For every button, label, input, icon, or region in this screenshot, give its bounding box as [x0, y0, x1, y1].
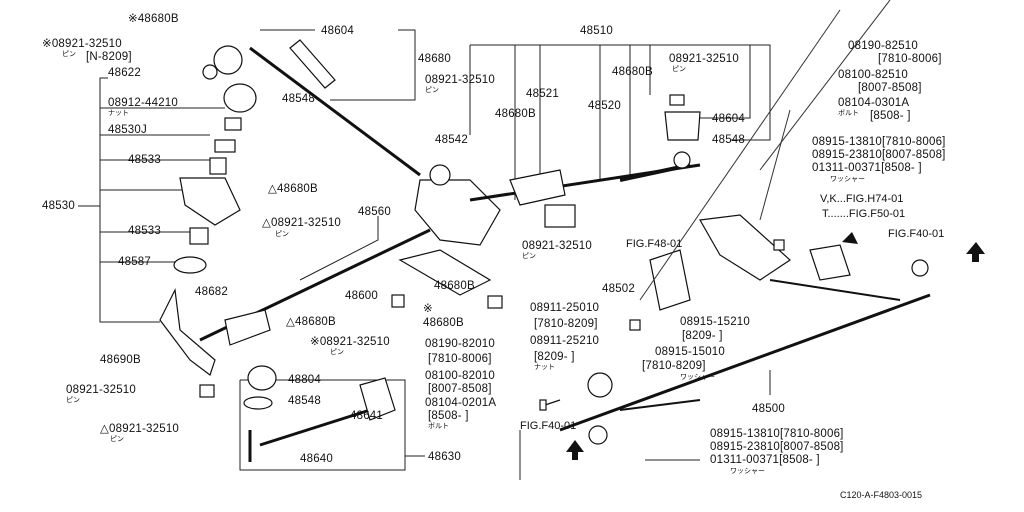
part-48548-right: 48548	[712, 134, 745, 146]
part-nut-08912-44210: 08912-44210	[108, 97, 178, 109]
ref-fig-f48[interactable]: FIG.F48-01	[626, 238, 683, 250]
part-08100-82510: 08100-82510	[838, 69, 908, 81]
part-08104-0301A: 08104-0301A	[838, 97, 910, 109]
part-48520: 48520	[588, 100, 621, 112]
part-48680B-d: 48680B	[495, 108, 536, 120]
pin-jp: ピン	[62, 51, 76, 58]
part-8007-8508: [8007-8508]	[858, 82, 922, 94]
pin-jp-h: ピン	[110, 436, 124, 443]
part-pin-08921-32510: ※08921-32510	[42, 38, 122, 50]
pin-jp-f: ピン	[330, 349, 344, 356]
part-08915-13810-b: 08915-13810[7810-8006]	[710, 428, 844, 440]
part-7810-8006: [7810-8006]	[878, 53, 942, 65]
part-08921-32510-g: △08921-32510	[100, 423, 180, 435]
part-48587: 48587	[118, 256, 151, 268]
washer-jp-b: ワッシャー	[680, 374, 715, 381]
part-48804: 48804	[288, 374, 321, 386]
part-48600: 48600	[345, 290, 378, 302]
part-48530J: 48530J	[108, 124, 147, 136]
ref-fig-f40-right[interactable]: FIG.F40-01	[888, 228, 945, 240]
part-48530: 48530	[42, 200, 75, 212]
part-N8209: [N-8209]	[86, 51, 132, 63]
part-48682: 48682	[195, 286, 228, 298]
part-48533-a: 48533	[128, 154, 161, 166]
part-08921-32510-e: ※08921-32510	[310, 336, 390, 348]
part-48604-right: 48604	[712, 113, 745, 125]
part-8508-b: [8508- ]	[428, 410, 469, 422]
part-48622: 48622	[108, 67, 141, 79]
part-08921-32510-b: 08921-32510	[425, 74, 495, 86]
part-48604-top: 48604	[321, 25, 354, 37]
part-8209-b: [8209- ]	[682, 330, 723, 342]
part-48560: 48560	[358, 206, 391, 218]
part-08104-0201A: 08104-0201A	[425, 397, 497, 409]
bolt-jp-b: ボルト	[428, 423, 449, 430]
pin-jp-b: ピン	[425, 87, 439, 94]
part-48680B-c: 48680B	[612, 66, 653, 78]
part-48641: 48641	[350, 410, 383, 422]
part-7810-8209: [7810-8209]	[534, 318, 598, 330]
washer-jp: ワッシャー	[830, 176, 865, 183]
part-08915-23810-a: 08915-23810[8007-8508]	[812, 149, 946, 161]
part-8209-nut: [8209- ]	[534, 351, 575, 363]
part-48548-box: 48548	[288, 395, 321, 407]
part-48690B: 48690B	[100, 354, 141, 366]
part-48680B-star: ※48680B	[128, 13, 179, 25]
part-01311-00371-b: 01311-00371[8508- ]	[710, 454, 820, 466]
part-48680B-tri: △48680B	[268, 183, 318, 195]
pin-jp-c: ピン	[275, 231, 289, 238]
ref-fig-f40-bottom[interactable]: FIG.F40-01	[520, 420, 577, 432]
part-7810-8006-b: [7810-8006]	[428, 353, 492, 365]
part-08915-13810-a: 08915-13810[7810-8006]	[812, 136, 946, 148]
part-08915-23810-b: 08915-23810[8007-8508]	[710, 441, 844, 453]
part-08911-25010: 08911-25010	[530, 302, 600, 314]
washer-jp-c: ワッシャー	[730, 468, 765, 475]
diagram-code: C120-A-F4803-0015	[840, 490, 923, 500]
part-48542: 48542	[435, 134, 468, 146]
pin-jp-d: ピン	[672, 66, 686, 73]
part-01311-00371-a: 01311-00371[8508- ]	[812, 162, 922, 174]
part-08190-82510: 08190-82510	[848, 40, 918, 52]
nut-jp-b: ナット	[534, 364, 555, 371]
part-08190-82010: 08190-82010	[425, 338, 495, 350]
part-08921-32510-d: 08921-32510	[522, 240, 592, 252]
part-48502: 48502	[602, 283, 635, 295]
nut-jp: ナット	[108, 110, 129, 117]
part-48521: 48521	[526, 88, 559, 100]
ref-fig-f50[interactable]: T.......FIG.F50-01	[822, 208, 906, 220]
part-08100-82010: 08100-82010	[425, 370, 495, 382]
pin-jp-g: ピン	[66, 397, 80, 404]
part-48680B-f-mark: ※	[423, 303, 433, 315]
part-48533-b: 48533	[128, 225, 161, 237]
part-08915-15210: 08915-15210	[680, 316, 750, 328]
part-7810-8209-b: [7810-8209]	[642, 360, 706, 372]
pin-jp-e: ピン	[522, 253, 536, 260]
part-08921-32510-c: 08921-32510	[669, 53, 739, 65]
part-48548-top: 48548	[282, 93, 315, 105]
ref-fig-h74[interactable]: V,K...FIG.H74-01	[820, 193, 904, 205]
part-8007-8508-b: [8007-8508]	[428, 383, 492, 395]
bolt-jp: ボルト	[838, 110, 859, 117]
part-8508: [8508- ]	[870, 110, 911, 122]
part-08921-32510-f: 08921-32510	[66, 384, 136, 396]
part-08915-15010: 08915-15010	[655, 346, 725, 358]
part-48680B-e: 48680B	[434, 280, 475, 292]
part-08921-32510-tri: △08921-32510	[262, 217, 342, 229]
part-48640: 48640	[300, 453, 333, 465]
part-48680B-f: 48680B	[423, 317, 464, 329]
part-48680B-g: △48680B	[286, 316, 336, 328]
part-48500: 48500	[752, 403, 785, 415]
part-48510: 48510	[580, 25, 613, 37]
part-48680: 48680	[418, 53, 451, 65]
part-08911-25210: 08911-25210	[530, 335, 600, 347]
part-48630: 48630	[428, 451, 461, 463]
